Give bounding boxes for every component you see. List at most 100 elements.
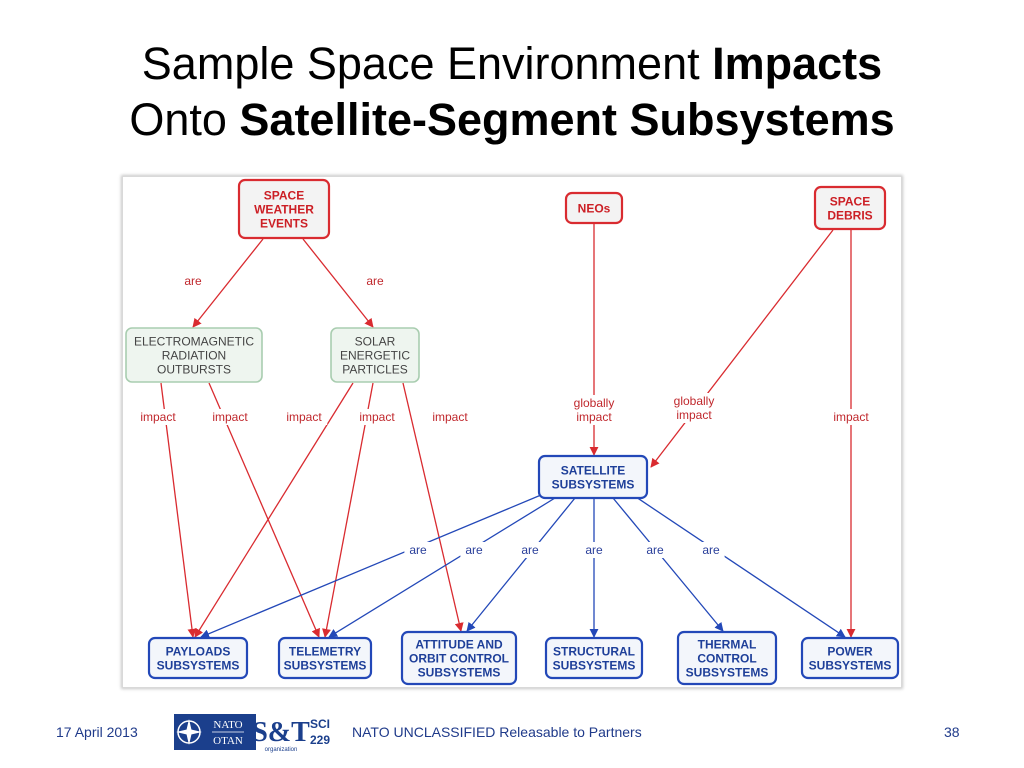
node-sep-line-2: ENERGETIC	[340, 349, 410, 363]
node-power-box	[800, 636, 900, 680]
label-impact-3: impact	[286, 410, 322, 424]
node-payloads-box	[147, 636, 249, 680]
node-thermal-line-1: THERMAL	[698, 638, 757, 652]
label-impact-power-bg	[827, 409, 875, 425]
slide-title: Sample Space Environment Impacts Onto Sa…	[0, 36, 1024, 148]
label-impact-4: impact	[359, 410, 395, 424]
title-line-1-regular: Sample Space Environment	[141, 38, 713, 89]
edge-satellite-to-thermal	[612, 497, 724, 632]
node-emr-line-1: ELECTROMAGNETIC	[134, 335, 254, 349]
label-impact-5-bg	[426, 409, 474, 425]
label-are-sep: are	[366, 274, 384, 288]
label-globally-impact-debris-line-1: globally	[674, 394, 715, 408]
node-thermal-box	[676, 630, 778, 686]
label-globally-impact-debris-bg	[664, 393, 724, 423]
edge-satellite-to-payloads	[200, 494, 542, 639]
label-are-emr-bg	[179, 273, 207, 289]
node-space-debris-line-1: SPACE	[830, 195, 870, 209]
edge-emr-to-payloads	[160, 382, 197, 638]
node-aocs-line-1: ATTITUDE AND	[415, 638, 503, 652]
label-impact-3-bg	[280, 409, 328, 425]
node-telemetry-line-2: SUBSYSTEMS	[284, 659, 367, 673]
edge-satellite-to-telemetry	[328, 497, 556, 638]
title-line-2-bold: Satellite-Segment Subsystems	[239, 94, 895, 145]
node-structural-line-2: SUBSYSTEMS	[553, 659, 636, 673]
node-structural-line-1: STRUCTURAL	[553, 645, 635, 659]
label-globally-impact-neos-line-2: impact	[576, 410, 612, 424]
edge-debris-to-satellite	[650, 229, 834, 468]
node-space-debris-line-2: DEBRIS	[827, 209, 872, 223]
node-space-weather-box	[237, 178, 331, 240]
node-power-line-2: SUBSYSTEMS	[809, 659, 892, 673]
title-line-1-bold: Impacts	[712, 38, 883, 89]
label-are-power-bg	[697, 542, 725, 558]
label-impact-4-bg	[353, 409, 401, 425]
label-are-emr: are	[184, 274, 202, 288]
logo-organization-text: organization	[265, 747, 298, 753]
label-are-telemetry: are	[465, 543, 483, 557]
node-aocs-box	[400, 630, 518, 686]
logo-st-text: S&T	[252, 717, 310, 748]
node-payloads-line-1: PAYLOADS	[166, 645, 231, 659]
title-line-1: Sample Space Environment Impacts	[0, 36, 1024, 92]
node-aocs-line-2: ORBIT CONTROL	[409, 652, 509, 666]
label-impact-1-bg	[134, 409, 182, 425]
node-aocs-line-3: SUBSYSTEMS	[418, 666, 501, 680]
node-satellite-line-1: SATELLITE	[561, 464, 625, 478]
node-sep-box	[330, 327, 420, 383]
title-line-2: Onto Satellite-Segment Subsystems	[0, 92, 1024, 148]
node-neos: NEOs	[564, 191, 624, 225]
edge-weather-to-sep	[302, 238, 374, 328]
label-are-thermal: are	[646, 543, 664, 557]
node-space-debris-box	[813, 185, 887, 231]
logo-nato-text: NATO	[213, 719, 242, 731]
node-thermal-line-2: CONTROL	[697, 652, 756, 666]
node-space-weather-line-2: WEATHER	[254, 203, 314, 217]
node-payloads-line-2: SUBSYSTEMS	[157, 659, 240, 673]
node-satellite-box	[537, 454, 649, 500]
label-are-structural: are	[585, 543, 603, 557]
node-emr-line-3: OUTBURSTS	[157, 363, 231, 377]
footer-date: 17 April 2013	[56, 724, 138, 740]
node-sep-line-1: SOLAR	[355, 335, 396, 349]
nato-st-organization-logo: NATO OTAN S&T organization SCI 229	[174, 712, 330, 753]
node-neos-box	[564, 191, 624, 225]
edge-sep-to-payloads	[194, 382, 354, 638]
label-impact-2-bg	[206, 409, 254, 425]
label-globally-impact-neos-line-1: globally	[574, 396, 615, 410]
footer-classification: NATO UNCLASSIFIED Releasable to Partners	[352, 724, 642, 740]
label-globally-impact-debris-line-2: impact	[676, 408, 712, 422]
edge-sep-to-aocs	[402, 382, 464, 632]
label-impact-5: impact	[432, 410, 468, 424]
edge-weather-to-emr	[192, 238, 264, 328]
label-are-payloads-bg	[404, 542, 432, 558]
node-telemetry-line-1: TELEMETRY	[289, 645, 361, 659]
label-are-aocs: are	[521, 543, 539, 557]
label-impact-2: impact	[212, 410, 248, 424]
edge-satellite-to-aocs	[466, 497, 576, 632]
label-impact-power: impact	[833, 410, 869, 424]
node-satellite-line-2: SUBSYSTEMS	[552, 478, 635, 492]
node-sep-line-3: PARTICLES	[342, 363, 408, 377]
node-structural-box	[544, 636, 644, 680]
logo-229-text: 229	[310, 733, 330, 747]
node-emr-line-2: RADIATION	[162, 349, 226, 363]
edge-emr-to-telemetry	[208, 382, 320, 638]
label-are-payloads: are	[409, 543, 427, 557]
node-space-weather-line-3: EVENTS	[260, 217, 308, 231]
logo-sci-text: SCI	[310, 717, 330, 731]
label-are-thermal-bg	[641, 542, 669, 558]
node-space-weather-line-1: SPACE	[264, 189, 304, 203]
label-are-sep-bg	[361, 273, 389, 289]
